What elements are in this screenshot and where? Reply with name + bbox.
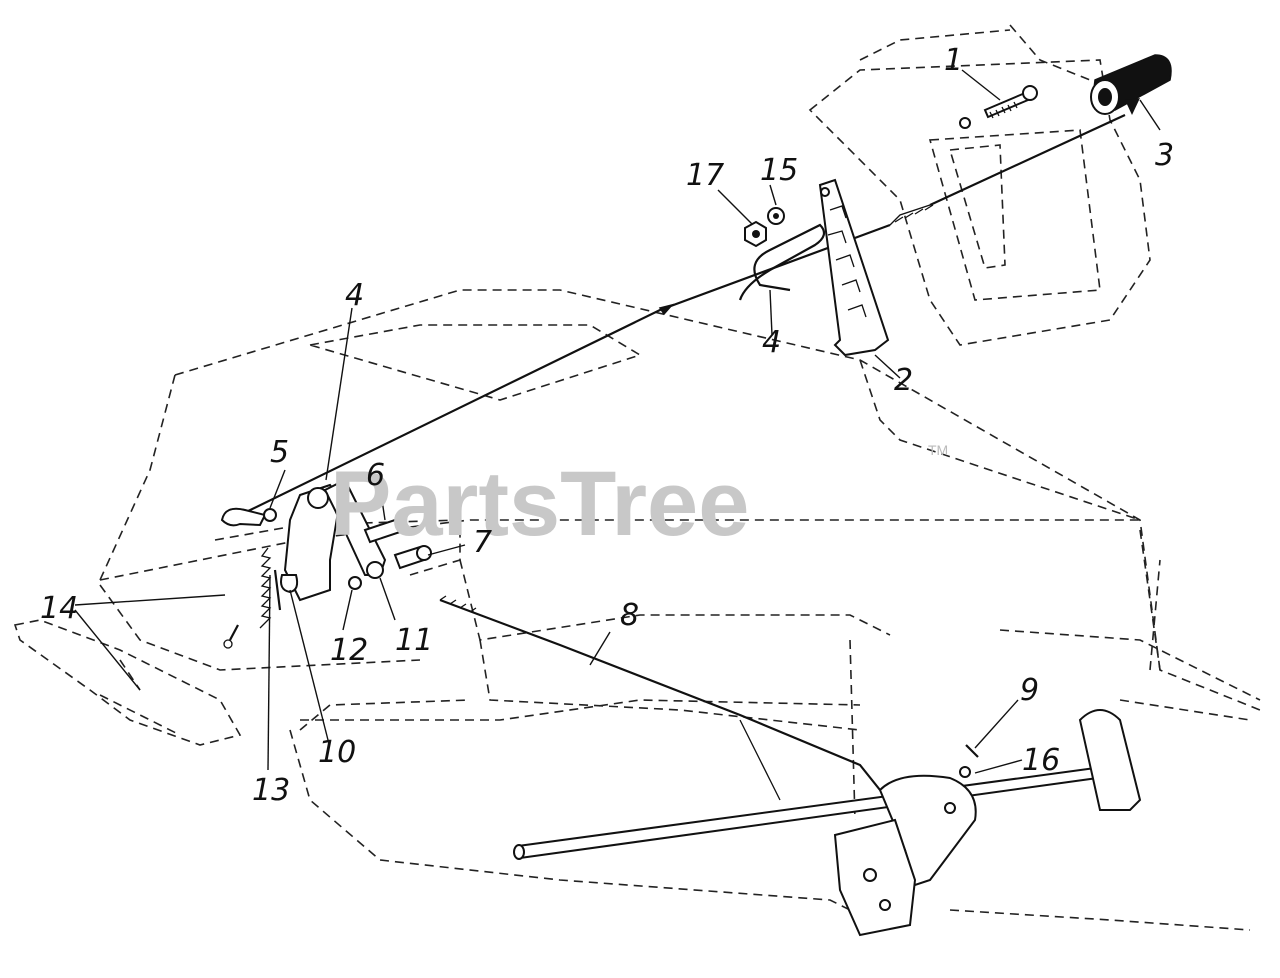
callout-10: 10 [318,735,356,770]
callout-2: 2 [894,363,913,398]
callout-8: 8 [620,598,639,633]
callout-6: 6 [366,458,385,493]
lower-rod [439,595,881,791]
handle-grip [1090,54,1172,115]
callout-1: 1 [944,43,963,78]
watermark: PartsTree [330,453,749,555]
callout-13: 13 [252,773,290,808]
callout-3: 3 [1155,138,1174,173]
callout-16: 16 [1022,743,1060,778]
callout-7: 7 [473,525,492,560]
lever-assembly [220,478,432,611]
callout-15: 15 [760,153,798,188]
watermark-trademark: TM [928,442,948,458]
callout-4-upper: 4 [762,325,781,360]
shift-plate [818,178,890,357]
callout-17: 17 [686,158,724,193]
spring-part [223,547,272,649]
transmission-plate [833,709,1142,937]
nut-part [744,220,767,248]
washer-part [959,117,971,129]
washer-part-15 [767,207,785,225]
callout-5: 5 [270,435,289,470]
callout-14: 14 [40,591,78,626]
shift-rod [239,114,1126,516]
cross-shaft [513,719,1114,860]
callout-12: 12 [330,633,368,668]
callout-9: 9 [1020,673,1039,708]
rod-bend-upper [738,223,826,301]
callout-11: 11 [395,623,433,658]
callout-4-lower: 4 [345,278,364,313]
leader-lines [74,69,1161,774]
screw-part [983,85,1038,119]
